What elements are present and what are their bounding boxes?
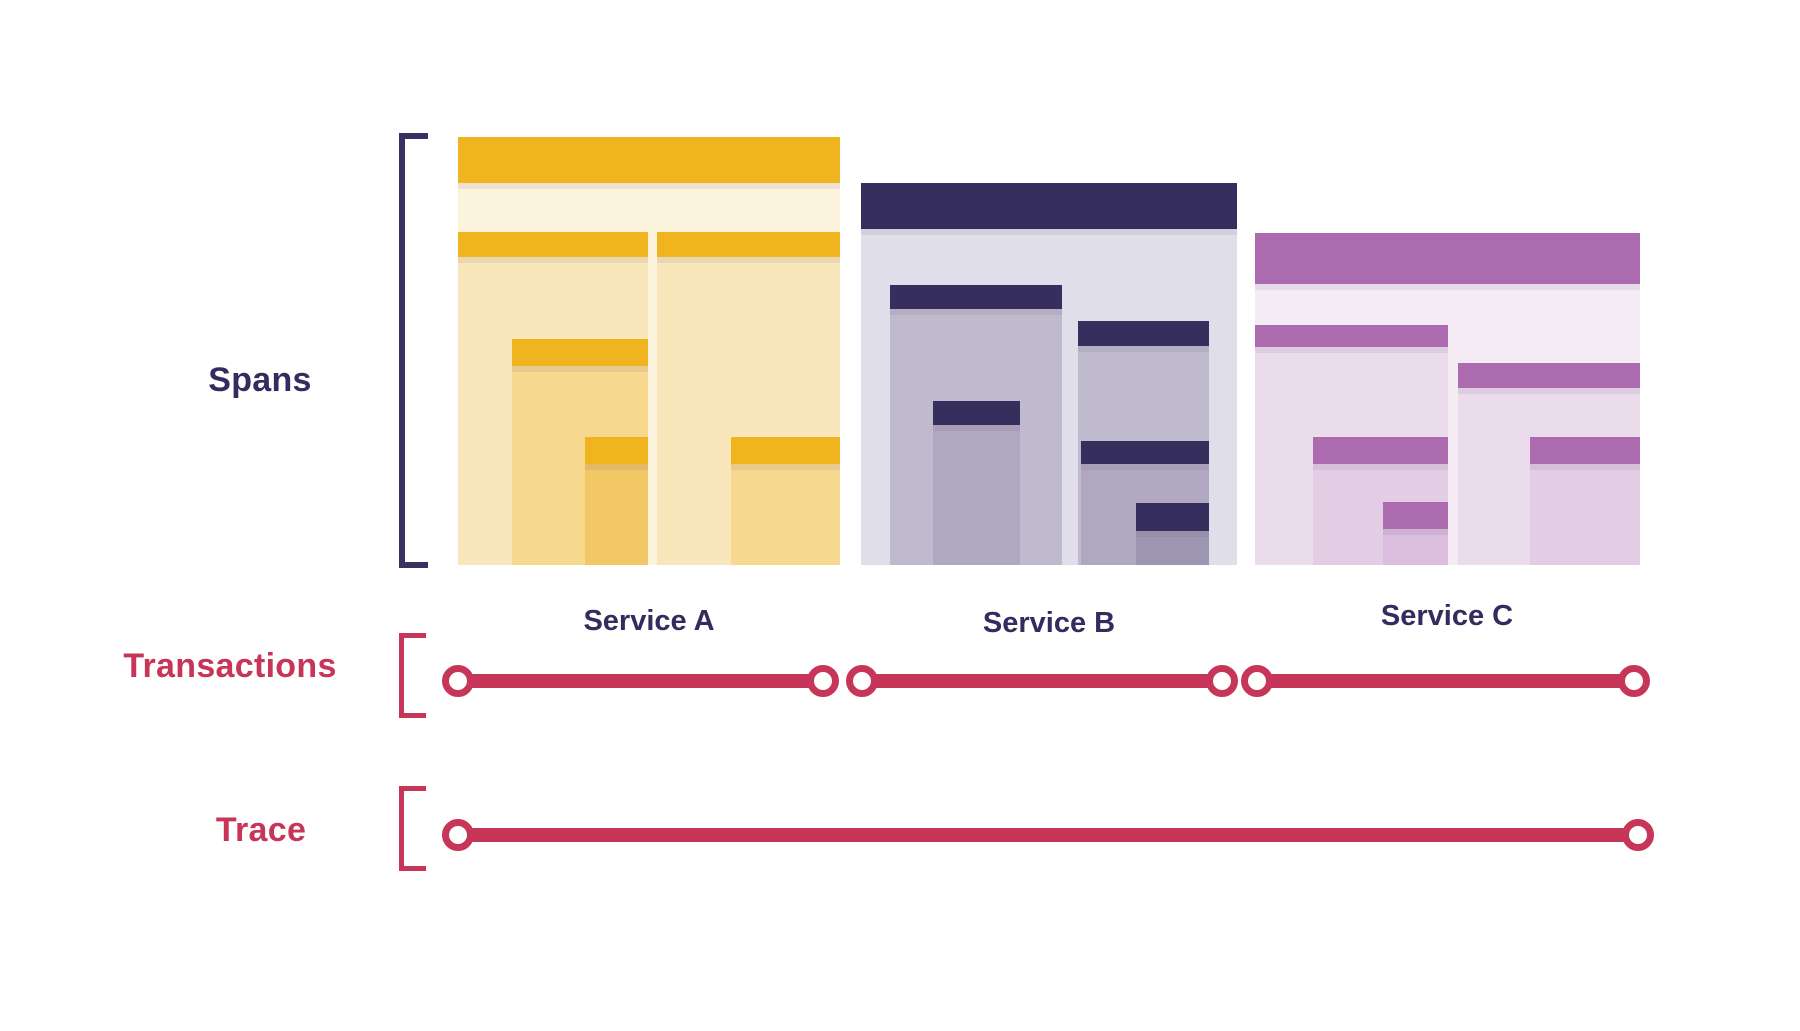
service-a-label: Service A — [583, 605, 715, 637]
service-a-greatgrandchild-span-header — [585, 437, 648, 464]
transactions-bracket — [399, 633, 426, 718]
trace-bracket — [399, 786, 426, 871]
spans-label: Spans — [208, 361, 312, 399]
spans-bracket — [399, 133, 428, 568]
service-b-grandchild1-span-body — [933, 425, 1020, 565]
transaction-service-a — [468, 674, 813, 688]
trace-line — [468, 828, 1628, 842]
trace-line-start-endpoint — [442, 819, 474, 851]
service-a-grandchild2-span-body — [731, 464, 840, 565]
service-b-grandchild1-span-header — [933, 401, 1020, 425]
service-b-label: Service B — [982, 607, 1116, 639]
transaction-service-c — [1267, 674, 1624, 688]
service-c-greatgrandchild-span-body — [1383, 529, 1448, 565]
trace-label: Trace — [215, 811, 307, 849]
transactions-label: Transactions — [123, 647, 337, 685]
service-a-greatgrandchild-span-body — [585, 464, 648, 565]
service-b-child1-span-header — [890, 285, 1062, 309]
transaction-service-b — [872, 674, 1212, 688]
transaction-service-c-end-endpoint — [1618, 665, 1650, 697]
service-a-grandchild1-span-header — [512, 339, 648, 366]
service-c-greatgrandchild-span-header — [1383, 502, 1448, 529]
transaction-service-a-end-endpoint — [807, 665, 839, 697]
transaction-service-b-start-endpoint — [846, 665, 878, 697]
service-c-label: Service C — [1380, 600, 1514, 632]
service-b-grandchild2-span-header — [1081, 441, 1209, 464]
service-c-child2-span-header — [1458, 363, 1640, 388]
service-a-child2-span-header — [657, 232, 840, 257]
service-c-grandchild1-span-header — [1313, 437, 1448, 464]
service-a-root-span-header — [458, 137, 840, 183]
service-b-root-span-header — [861, 183, 1237, 229]
service-c-grandchild2-span-body — [1530, 464, 1640, 565]
transaction-service-c-start-endpoint — [1241, 665, 1273, 697]
trace-line-end-endpoint — [1622, 819, 1654, 851]
service-c-child1-span-header — [1255, 325, 1448, 347]
service-c-root-span-header — [1255, 233, 1640, 284]
service-b-greatgrandchild-span-body — [1136, 531, 1209, 565]
transaction-service-a-start-endpoint — [442, 665, 474, 697]
service-c-grandchild2-span-header — [1530, 437, 1640, 464]
service-b-greatgrandchild-span-header — [1136, 503, 1209, 531]
service-a-child1-span-header — [458, 232, 648, 257]
transaction-service-b-end-endpoint — [1206, 665, 1238, 697]
service-b-child2-span-header — [1078, 321, 1209, 346]
service-a-grandchild2-span-header — [731, 437, 840, 464]
